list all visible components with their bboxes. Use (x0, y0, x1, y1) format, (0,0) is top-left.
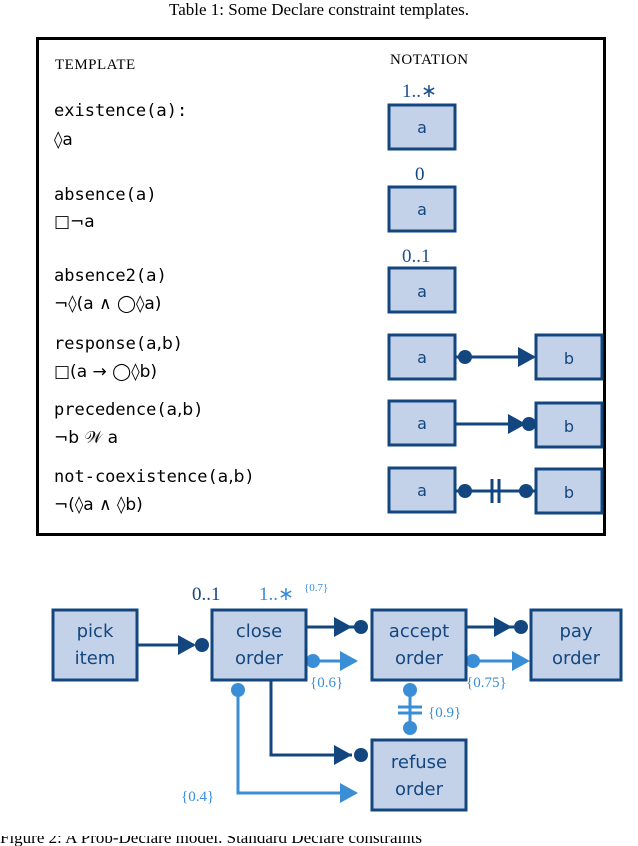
notation-notco-box-b (534, 467, 604, 515)
notation-response-box-a (387, 333, 457, 381)
header-template: TEMPLATE (55, 57, 136, 73)
response-dot (458, 350, 472, 364)
notation-response-box-b (534, 333, 604, 381)
notation-precedence-label-b: b (564, 417, 574, 436)
card-existence: 1..∗ (402, 81, 437, 102)
activity-close-order-line1: close (236, 621, 282, 642)
notation-precedence-box-a (387, 399, 457, 447)
activity-accept-order-box (370, 608, 468, 682)
notation-notco-label-b: b (564, 483, 574, 502)
activity-pay-order-line2: order (552, 648, 601, 669)
card-absence2: 0..1 (402, 246, 431, 267)
template-absence2: absence2(a) (54, 266, 167, 286)
notation-response-label-a: a (417, 348, 427, 367)
constraint-table (36, 37, 606, 536)
formula-absence2: ¬◊(a ∧ ◯◊a) (54, 294, 162, 314)
template-absence: absence(a) (54, 185, 157, 205)
notation-absence2-label: a (417, 282, 427, 301)
notation-precedence-box-b (534, 401, 604, 449)
figure-caption-partial: Figure 2: A Prob-Declare model. Standard… (0, 836, 423, 846)
template-response: response(a,b) (54, 334, 184, 354)
activity-refuse-order-line1: refuse (391, 752, 447, 773)
activity-refuse-order-box (370, 738, 468, 812)
precedence-dot (522, 417, 536, 431)
label-p075: {0.75} (466, 675, 507, 691)
activity-refuse-order-line2: order (395, 779, 444, 800)
notation-absence-box (387, 185, 457, 233)
notation-response-label-b: b (564, 349, 574, 368)
activity-close-order-box (210, 608, 308, 682)
activity-pay-order-line1: pay (559, 621, 592, 642)
notation-existence-label: a (417, 118, 427, 137)
activity-close-order-line2: order (235, 648, 284, 669)
activity-pick-item-box (51, 608, 139, 682)
activity-accept-order-line1: accept (389, 621, 449, 642)
activity-accept-order-line2: order (395, 648, 444, 669)
label-close-card: 0..1 (192, 584, 221, 605)
label-accept-card-prob: {0.7} (304, 582, 328, 594)
label-p09: {0.9} (428, 705, 461, 721)
notco-dot-right (519, 484, 533, 498)
template-existence: existence(a): (54, 101, 188, 121)
label-accept-card: 1..∗ (259, 584, 294, 605)
card-absence: 0 (415, 164, 425, 185)
response-arrowhead (518, 347, 536, 367)
activity-pick-item-line1: pick (77, 621, 114, 642)
model-light-heads (231, 651, 530, 803)
label-p04: {0.4} (181, 789, 214, 805)
header-notation: NOTATION (390, 52, 469, 68)
table-caption: Table 1: Some Declare constraint templat… (169, 0, 469, 19)
precedence-arrowhead (508, 414, 526, 434)
label-p06: {0.6} (310, 675, 343, 691)
notation-precedence-label-a: a (417, 414, 427, 433)
notco-dot-left (458, 484, 472, 498)
template-not-coexistence: not-coexistence(a,b) (54, 467, 255, 487)
formula-not-coexistence: ¬(◊a ∧ ◊b) (54, 495, 143, 515)
model-dark-heads (178, 617, 528, 765)
activity-pick-item-line2: item (75, 648, 116, 669)
notation-notco-label-a: a (417, 481, 427, 500)
formula-precedence: ¬b 𝒲 a (54, 428, 119, 448)
formula-absence: □¬a (54, 212, 95, 232)
formula-response: □(a → ◯◊b) (54, 362, 158, 382)
activity-pay-order-box (529, 608, 623, 682)
notation-absence2-box (387, 266, 457, 314)
notation-absence-label: a (417, 200, 427, 219)
template-precedence: precedence(a,b) (54, 400, 204, 420)
notation-existence-box (387, 103, 457, 151)
formula-existence: ◊a (54, 130, 73, 150)
